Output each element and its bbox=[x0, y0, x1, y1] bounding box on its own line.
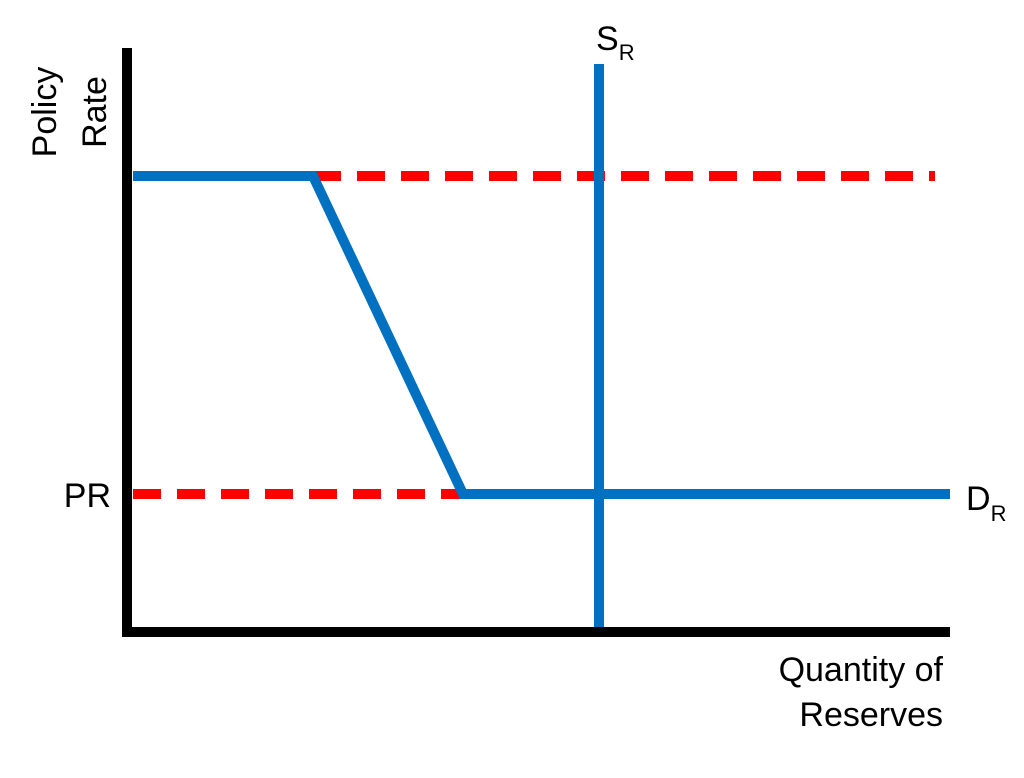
y-axis-label: Policy bbox=[26, 67, 64, 158]
y-axis-label-group-2: Rate bbox=[76, 76, 114, 148]
supply-label: SR bbox=[596, 20, 635, 65]
demand-label-subscript: R bbox=[991, 501, 1007, 526]
x-axis-label-line-2: Reserves bbox=[799, 696, 943, 734]
policy-rate-label: PR bbox=[64, 477, 111, 515]
supply-label-main: S bbox=[596, 20, 619, 58]
demand-label: DR bbox=[966, 480, 1006, 526]
x-axis-label-line-1: Quantity of bbox=[779, 651, 944, 689]
demand-curve bbox=[133, 171, 950, 499]
y-axis-label-line-1: Policy bbox=[26, 67, 64, 158]
supply-label-subscript: R bbox=[619, 40, 635, 65]
demand-label-main: D bbox=[966, 480, 991, 518]
y-axis-label-line-2: Rate bbox=[76, 76, 114, 148]
